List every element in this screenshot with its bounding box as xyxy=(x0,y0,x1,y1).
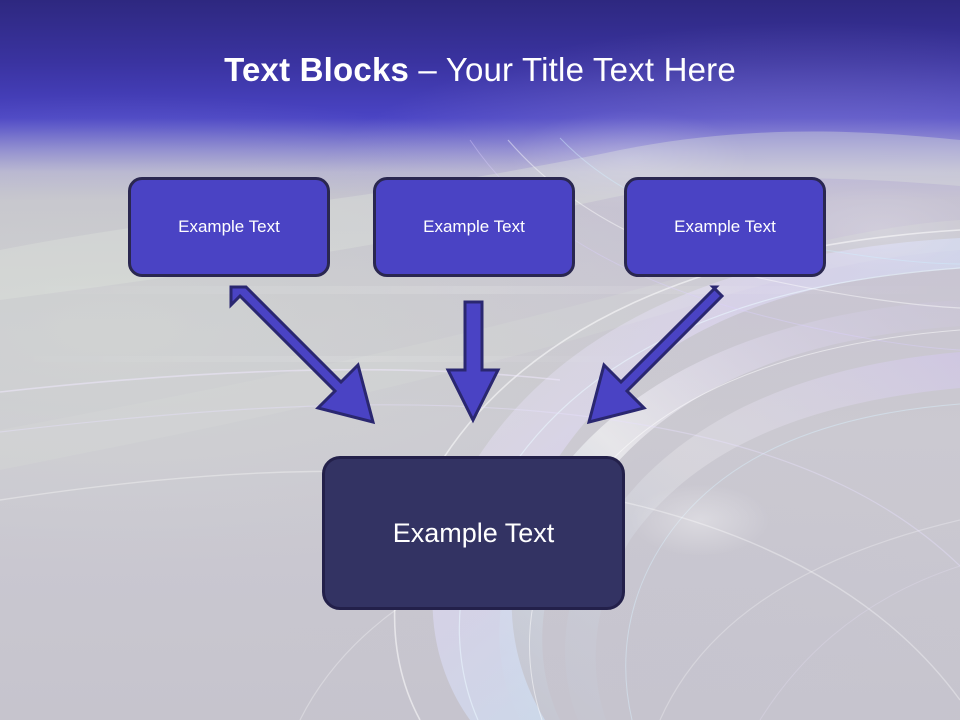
result-text-block-label: Example Text xyxy=(392,518,555,548)
text-block-3[interactable]: Example Text xyxy=(624,177,826,277)
text-block-2[interactable]: Example Text xyxy=(373,177,575,277)
slide-title-bold: Text Blocks xyxy=(224,51,410,88)
slide-title-rest: – Your Title Text Here xyxy=(409,51,736,88)
slide-title: Text Blocks – Your Title Text Here xyxy=(0,50,960,90)
text-block-3-label: Example Text xyxy=(674,217,776,236)
result-text-block[interactable]: Example Text xyxy=(322,456,625,610)
text-block-1[interactable]: Example Text xyxy=(128,177,330,277)
text-block-1-label: Example Text xyxy=(178,217,280,236)
text-block-2-label: Example Text xyxy=(423,217,525,236)
